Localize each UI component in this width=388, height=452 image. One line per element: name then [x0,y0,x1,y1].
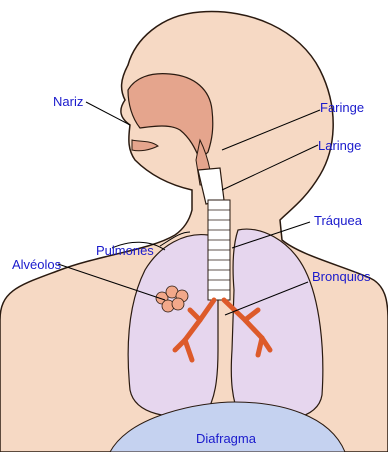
label-pulmones: Pulmones [96,244,154,258]
label-alveolos: Alvéolos [12,258,61,272]
trachea [208,200,230,300]
label-nariz: Nariz [53,95,83,109]
label-bronquios: Bronquios [312,270,371,284]
label-laringe: Laringe [318,139,361,153]
label-traquea: Tráquea [314,214,362,228]
label-faringe: Faringe [320,101,364,115]
label-diafragma: Diafragma [196,432,256,446]
